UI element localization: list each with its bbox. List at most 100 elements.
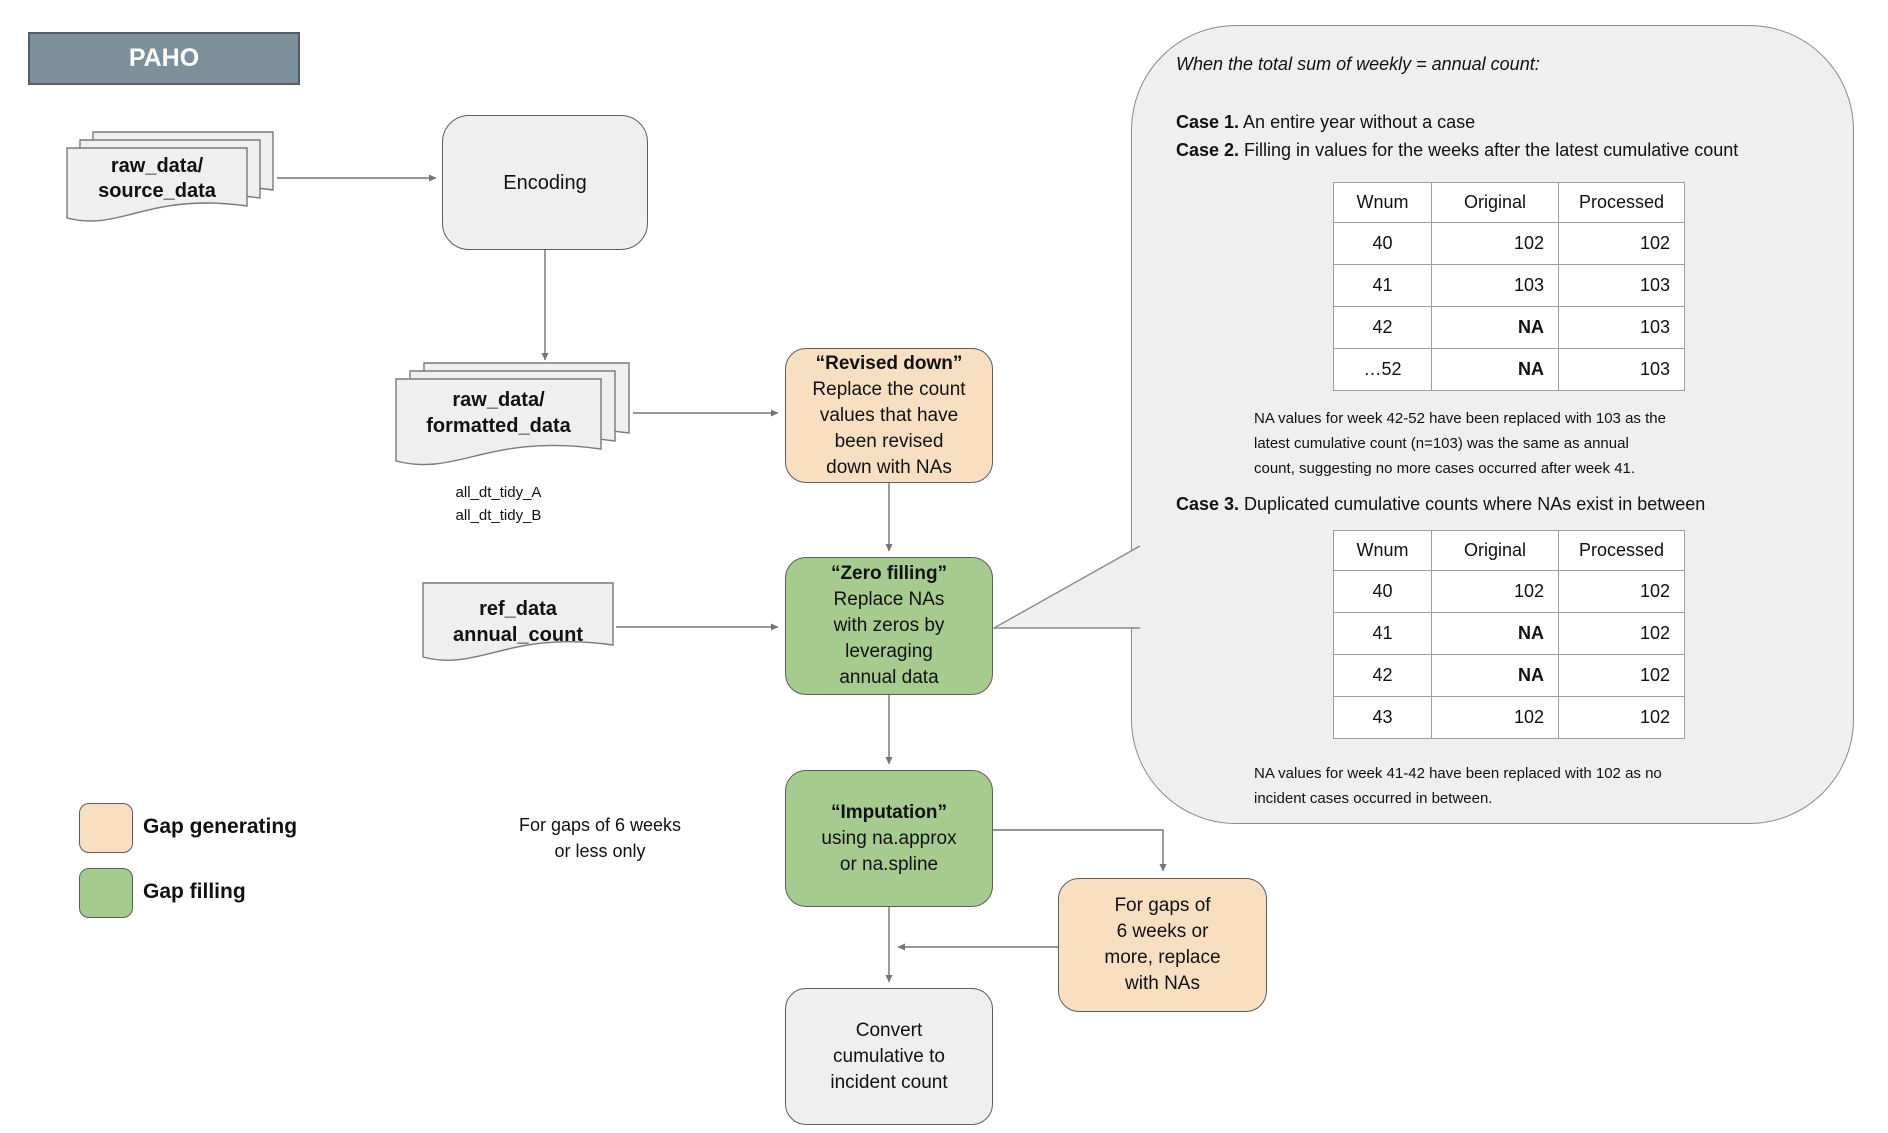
node-line: Convert [855, 1019, 923, 1041]
case-1-line: Case 1. An entire year without a case [1176, 112, 1475, 133]
node-line: annual data [839, 667, 939, 688]
case2-note: NA values for week 42-52 have been repla… [1254, 406, 1666, 481]
note-line: NA values for week 41-42 have been repla… [1254, 765, 1662, 782]
legend-label-gap-filling: Gap filling [143, 880, 246, 903]
gaps-six-weeks-more-node: For gaps of 6 weeks or more, replace wit… [1058, 878, 1267, 1012]
table-header-processed: Processed [1558, 530, 1685, 571]
node-line: leveraging [845, 641, 933, 662]
node-title: “Imputation” [830, 801, 948, 823]
table-row: 43 102 102 [1333, 696, 1685, 739]
case-2-text: Filling in values for the weeks after th… [1239, 140, 1739, 160]
flow-arrows [277, 174, 1167, 983]
table-row: 42 NA 103 [1333, 306, 1685, 349]
callout-heading: When the total sum of weekly = annual co… [1176, 54, 1540, 74]
zero-filling-node: “Zero filling” Replace NAs with zeros by… [785, 557, 993, 695]
table-cell: 40 [1333, 570, 1432, 613]
formatted-data-label: raw_data/ formatted_data [396, 387, 601, 439]
label-line: formatted_data [426, 415, 571, 437]
label-line: raw_data/ [110, 155, 204, 177]
table-cell: 102 [1431, 696, 1559, 739]
legend-swatch-gap-generating [79, 803, 133, 853]
label-line: ref_data [479, 598, 557, 620]
node-line: incident count [830, 1071, 948, 1093]
table-cell: 103 [1558, 264, 1685, 307]
table-cell: 102 [1431, 222, 1559, 265]
table-header-row: Wnum Original Processed [1333, 530, 1685, 571]
node-line: 6 weeks or [1116, 921, 1209, 942]
table-row: 41 NA 102 [1333, 612, 1685, 655]
legend-label-gap-generating: Gap generating [143, 815, 298, 838]
file-name: all_dt_tidy_B [455, 507, 542, 524]
table-cell: 103 [1558, 348, 1685, 391]
source-data-stack-shape [66, 131, 274, 222]
callout-panel: When the total sum of weekly = annual co… [1131, 25, 1854, 824]
node-line: Replace NAs [833, 589, 945, 610]
node-line: or na.spline [839, 853, 939, 875]
file-name: all_dt_tidy_A [455, 484, 542, 501]
node-line: with zeros by [833, 615, 945, 636]
case-3-text: Duplicated cumulative counts where NAs e… [1239, 494, 1706, 514]
imputation-node: “Imputation” using na.approx or na.splin… [785, 770, 993, 907]
note-line: For gaps of 6 weeks [518, 815, 682, 835]
ref-data-label: ref_data annual_count [423, 596, 613, 648]
table-header-row: Wnum Original Processed [1333, 182, 1685, 223]
note-line: or less only [554, 841, 646, 861]
node-line: For gaps of [1114, 895, 1211, 916]
node-line: with NAs [1125, 973, 1200, 994]
label-line: source_data [98, 180, 216, 202]
node-line: Replace the count [812, 378, 966, 400]
note-line: latest cumulative count (n=103) was the … [1254, 435, 1629, 452]
formatted-data-files-note: all_dt_tidy_A all_dt_tidy_B [396, 481, 601, 527]
formatted-data-stack-shape [395, 362, 630, 466]
paho-header: PAHO [28, 32, 300, 85]
legend-swatch-gap-filling [79, 868, 133, 918]
node-line: been revised [834, 430, 944, 452]
table-cell: 102 [1558, 654, 1685, 697]
note-line: count, suggesting no more cases occurred… [1254, 460, 1636, 477]
case3-table: Wnum Original Processed 40 102 102 41 NA… [1333, 530, 1685, 739]
case-3-label: Case 3. [1176, 494, 1240, 514]
gaps-six-weeks-less-note: For gaps of 6 weeks or less only [455, 812, 745, 864]
table-cell: 43 [1333, 696, 1432, 739]
label-line: annual_count [452, 624, 583, 646]
node-line: more, replace [1104, 947, 1221, 968]
table-cell: NA [1431, 348, 1559, 391]
paho-title: PAHO [128, 44, 200, 72]
encoding-node: Encoding [442, 115, 648, 250]
table-cell: 41 [1333, 264, 1432, 307]
convert-cumulative-node: Convert cumulative to incident count [785, 988, 993, 1125]
ref-data-doc-shape [422, 582, 614, 661]
table-cell: 102 [1558, 222, 1685, 265]
case-2-label: Case 2. [1176, 140, 1240, 160]
table-header-processed: Processed [1558, 182, 1685, 223]
table-cell: 102 [1558, 696, 1685, 739]
table-header-wnum: Wnum [1333, 530, 1432, 571]
table-row: 41 103 103 [1333, 264, 1685, 307]
table-cell: …52 [1333, 348, 1432, 391]
table-cell: 42 [1333, 654, 1432, 697]
case3-note: NA values for week 41-42 have been repla… [1254, 761, 1662, 811]
table-cell: 102 [1558, 612, 1685, 655]
table-header-original: Original [1431, 182, 1559, 223]
case-2-line: Case 2. Filling in values for the weeks … [1176, 140, 1738, 161]
case-1-label: Case 1. [1176, 112, 1240, 132]
table-cell: 103 [1431, 264, 1559, 307]
node-line: down with NAs [826, 456, 952, 478]
callout-pointer-triangle [991, 545, 1141, 629]
table-row: …52 NA 103 [1333, 348, 1685, 391]
revised-down-node: “Revised down” Replace the count values … [785, 348, 993, 483]
node-line: values that have [819, 404, 959, 426]
table-cell: 40 [1333, 222, 1432, 265]
arrow-imputation-to-gapsmore [993, 829, 1167, 872]
node-title: “Zero filling” [830, 563, 948, 584]
node-title: “Revised down” [815, 352, 963, 374]
source-data-label: raw_data/ source_data [67, 154, 247, 204]
table-cell: 103 [1558, 306, 1685, 349]
table-cell: NA [1431, 306, 1559, 349]
node-label: Encoding [503, 171, 587, 194]
table-cell: NA [1431, 612, 1559, 655]
label-line: raw_data/ [452, 389, 545, 411]
node-line: using na.approx [821, 827, 957, 849]
